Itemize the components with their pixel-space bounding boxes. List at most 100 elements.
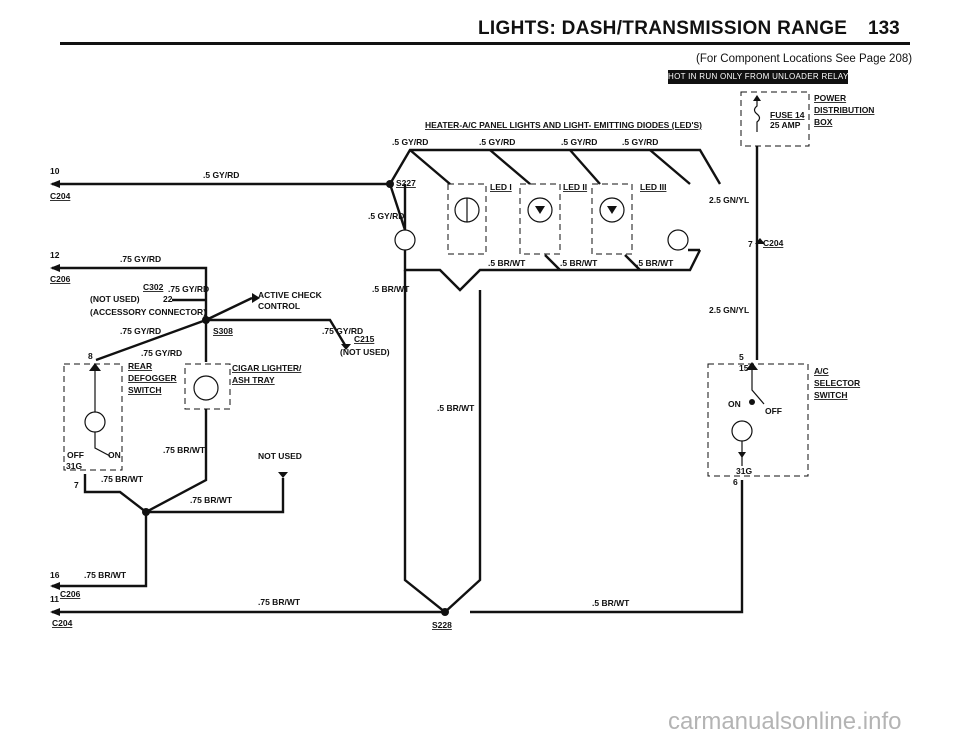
ac-switch-arrow-icon <box>746 362 758 370</box>
ac-switch-outline <box>707 363 809 477</box>
wire-label-defog-br: .75 BR/WT <box>101 474 144 484</box>
splice-s308: S308 <box>213 326 233 336</box>
rear-defog-31g: 31G <box>66 461 82 471</box>
wire-label-br-wt-mid: .5 BR/WT <box>437 403 475 413</box>
rear-defog-line3: SWITCH <box>128 385 162 395</box>
pin-15-label: 15 <box>739 363 749 373</box>
pin-22-label: 22 <box>163 294 173 304</box>
splice-s227: S227 <box>396 178 416 188</box>
ac-selector-switch: 5 15 ON OFF 31G A/C SELECTOR SWITCH 6 <box>707 352 860 487</box>
pin-11-label: 11 <box>50 594 59 604</box>
c302-not-used: (NOT USED) <box>90 294 140 304</box>
fuse-label: FUSE 14 <box>770 110 805 120</box>
wire-label-br-wt-top: .5 BR/WT <box>372 284 410 294</box>
page-title: LIGHTS: DASH/TRANSMISSION RANGE <box>478 18 848 39</box>
wire-label-s227-drop: .5 GY/RD <box>368 211 404 221</box>
led-2-diode-icon <box>535 206 545 214</box>
wire-label-join-br: .75 BR/WT <box>190 495 233 505</box>
led-1-outline <box>447 183 487 255</box>
heater-top-wire-4: .5 GY/RD <box>622 137 658 147</box>
cigar-lamp-icon <box>193 375 219 401</box>
heater-top-wire-1: .5 GY/RD <box>392 137 428 147</box>
pin-8-label: 8 <box>88 351 93 361</box>
splice-s228: S228 <box>432 620 452 630</box>
s308-branches <box>95 318 208 362</box>
connector-c204-left: C204 <box>50 191 71 201</box>
ground-wire-c206-16 <box>52 512 148 588</box>
wire-label-gy-rd-mid: .75 GY/RD <box>120 254 161 264</box>
accessory-connector-label: (ACCESSORY CONNECTOR) <box>90 307 206 317</box>
ac-switch-pivot-icon <box>749 399 755 405</box>
led-2-outline <box>519 183 561 255</box>
wire-label-s308-down: .75 GY/RD <box>141 348 182 358</box>
connector-c204-pin10-arrow-icon <box>50 180 60 188</box>
defog-return <box>83 474 147 513</box>
heater-panel-title: HEATER-A/C PANEL LIGHTS AND LIGHT- EMITT… <box>425 120 702 130</box>
heater-bot-wire-3: .5 BR/WT <box>636 258 674 268</box>
cigar-return <box>145 409 285 514</box>
watermark: carmanualsonline.info <box>668 708 902 735</box>
led-3: LED III <box>591 182 666 255</box>
connector-c206-pin12-arrow-icon <box>50 264 60 272</box>
ground-wire-right <box>470 480 744 614</box>
rear-defog-outline <box>63 363 123 471</box>
active-check-arrow-icon <box>252 293 260 303</box>
rear-defog-line2: DEFOGGER <box>128 373 177 383</box>
heater-bot-wire-2: .5 BR/WT <box>560 258 598 268</box>
wire-label-bottom-br: .75 BR/WT <box>258 597 301 607</box>
led-3-bulb-icon <box>599 197 625 223</box>
connector-c206-pin16-arrow-icon <box>50 582 60 590</box>
wire-label-right-br: .5 BR/WT <box>592 598 630 608</box>
led-3-outline <box>591 183 633 255</box>
heater-top-wire-2: .5 GY/RD <box>479 137 515 147</box>
heater-top-wire-3: .5 GY/RD <box>561 137 597 147</box>
pin-5-label: 5 <box>739 352 744 362</box>
page-number: 133 <box>868 18 900 39</box>
connector-c206-bottom: C206 <box>60 589 81 599</box>
ac-switch-on: ON <box>728 399 741 409</box>
feed-wire-c206-12 <box>52 266 208 320</box>
cigar-lighter-ash-tray: CIGAR LIGHTER/ ASH TRAY <box>184 363 302 410</box>
header-rule <box>60 42 910 45</box>
led-1-label: LED I <box>490 182 512 192</box>
pin-7-defog: 7 <box>74 480 79 490</box>
power-box-line2: DISTRIBUTION <box>814 105 874 115</box>
rear-defog-line1: REAR <box>128 361 152 371</box>
connector-c206-left: C206 <box>50 274 71 284</box>
pin-6-label: 6 <box>733 477 738 487</box>
wire-label-c302: .75 GY/RD <box>168 284 209 294</box>
wire-label-s308-right: .75 GY/RD <box>322 326 363 336</box>
wire-label-gn-yl-2: 2.5 GN/YL <box>709 305 749 315</box>
ac-switch-31g: 31G <box>736 466 752 476</box>
ac-switch-diode-icon <box>738 452 746 458</box>
cigar-not-used: NOT USED <box>258 451 302 461</box>
fuse-icon <box>753 96 761 132</box>
ac-switch-contact-icon <box>751 370 765 405</box>
heater-supply-branches <box>409 149 691 185</box>
ac-switch-off: OFF <box>765 406 782 416</box>
pin-7-label: 7 <box>748 239 753 249</box>
wire-label-gn-yl-1: 2.5 GN/YL <box>709 195 749 205</box>
connector-c204-arrow-icon <box>755 238 765 244</box>
return-wires-s228 <box>403 270 482 614</box>
c215-not-used: (NOT USED) <box>340 347 390 357</box>
ac-selector-line3: SWITCH <box>814 390 848 400</box>
power-distribution-box: FUSE 14 25 AMP POWER DISTRIBUTION BOX <box>740 91 874 147</box>
hot-in-run-badge: HOT IN RUN ONLY FROM UNLOADER RELAY <box>668 70 848 84</box>
active-check-branch <box>205 296 253 322</box>
led-2-bulb-icon <box>527 197 553 223</box>
power-box-line1: POWER <box>814 93 846 103</box>
led-3-diode-icon <box>607 206 617 214</box>
heater-return-bus <box>403 184 702 292</box>
connector-c215-arrow-icon <box>341 344 351 350</box>
s227-drop <box>388 183 407 231</box>
rear-defog-lamp-icon <box>84 411 106 433</box>
rear-defog-off: OFF <box>67 450 84 460</box>
not-used-arrow-icon <box>278 472 288 478</box>
led-2-label: LED II <box>563 182 587 192</box>
wire-label-gy-rd-top: .5 GY/RD <box>203 170 239 180</box>
heater-bot-wire-1: .5 BR/WT <box>488 258 526 268</box>
active-check-line2: CONTROL <box>258 301 300 311</box>
